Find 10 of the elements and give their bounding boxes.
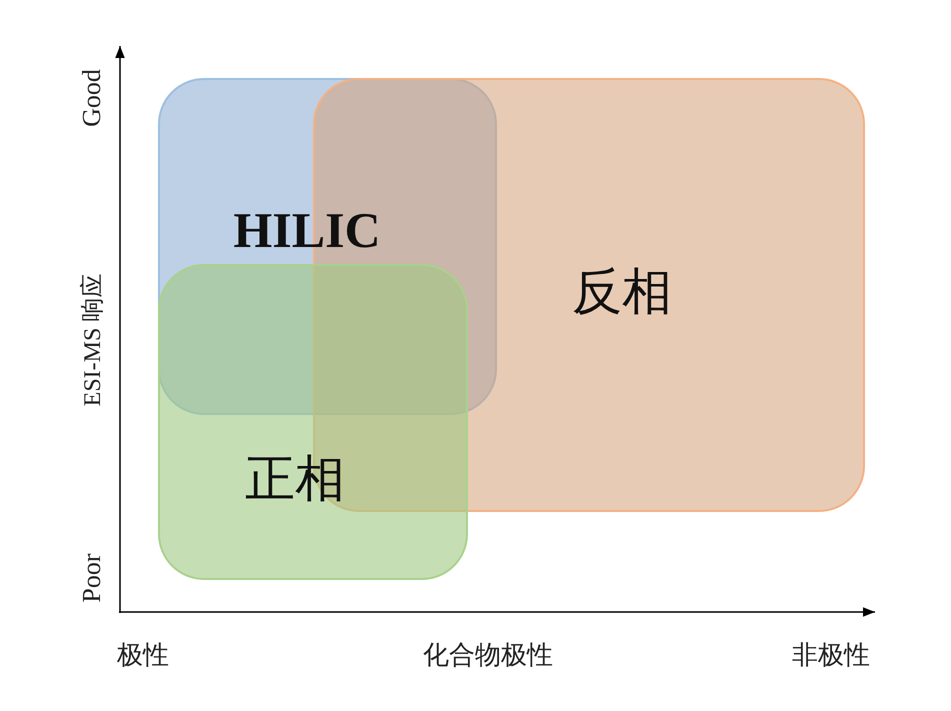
region-label: HILIC — [233, 201, 381, 259]
region-label: 正相 — [245, 448, 345, 510]
axis-label: Poor — [77, 553, 107, 603]
region-label: 反相 — [572, 262, 672, 322]
region-box — [158, 264, 468, 580]
axis-label: Good — [77, 69, 107, 127]
axis-label: 非极性 — [792, 640, 870, 672]
axis-label: ESI-MS 响应 — [78, 274, 107, 406]
axis-label: 化合物极性 — [423, 640, 553, 672]
axis-label: 极性 — [117, 640, 169, 672]
